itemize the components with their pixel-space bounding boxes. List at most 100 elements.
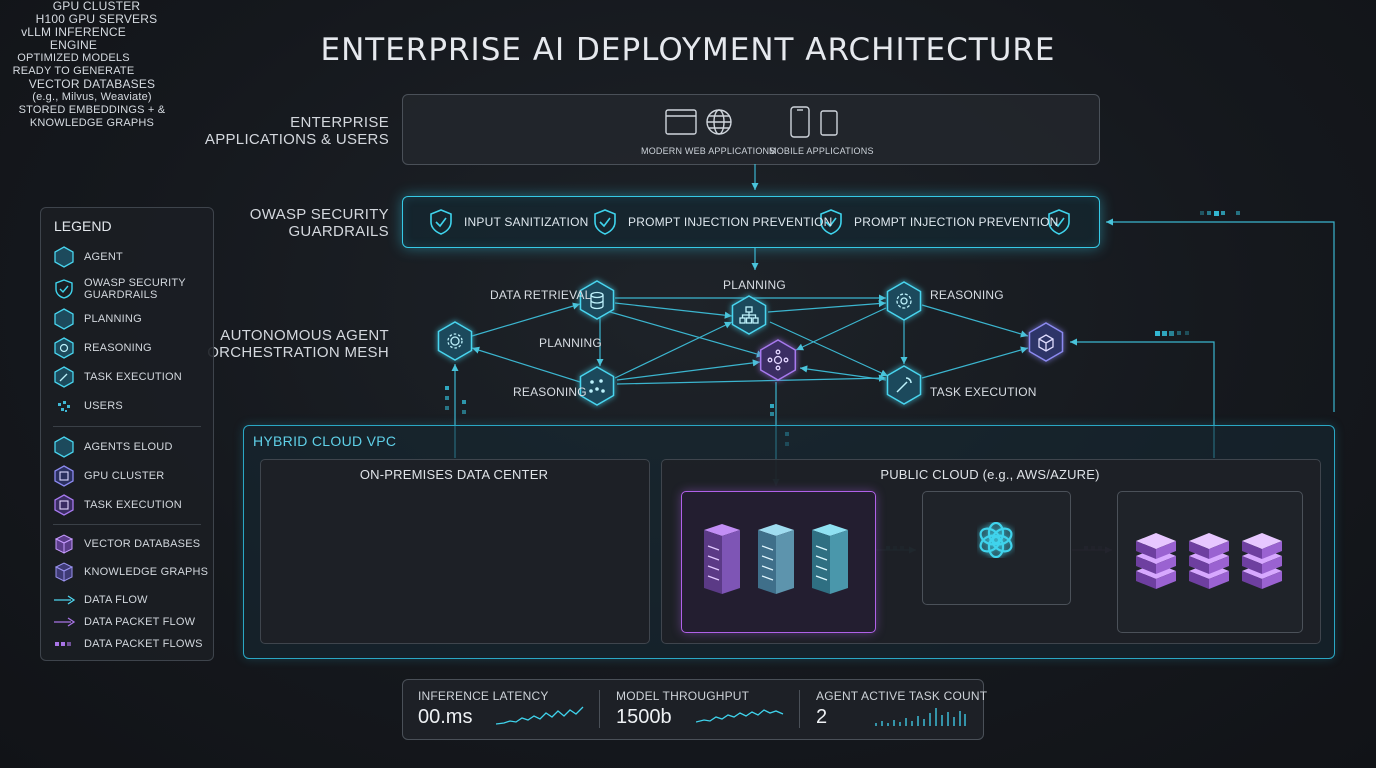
db-stack-icon bbox=[1136, 533, 1176, 589]
shield-icon bbox=[820, 209, 842, 235]
legend-label: AGENT bbox=[84, 251, 123, 263]
mesh-edge bbox=[769, 321, 889, 377]
legend-divider bbox=[53, 426, 201, 427]
mesh-node-planning-top[interactable] bbox=[731, 295, 767, 335]
legend-item-gpu-cluster: GPU CLUSTER bbox=[53, 465, 164, 487]
vpc-title: HYBRID CLOUD VPC bbox=[253, 433, 397, 449]
legend-item-vector-db: VECTOR DATABASES bbox=[53, 533, 200, 555]
guardrail-item: PROMPT INJECTION PREVENTION bbox=[628, 215, 833, 229]
legend-item-planning: PLANNING bbox=[53, 308, 142, 330]
vector-db-line1: STORED EMBEDDINGS + & bbox=[18, 104, 166, 116]
db-stack-icon bbox=[1189, 533, 1229, 589]
mesh-edge bbox=[795, 307, 887, 351]
legend-label: AGENTS ELOUD bbox=[84, 441, 173, 453]
hierarchy-icon bbox=[739, 306, 759, 324]
hex-task2-icon bbox=[54, 494, 74, 516]
legend-title: LEGEND bbox=[54, 218, 112, 234]
vllm-line1: OPTIMIZED MODELS bbox=[17, 52, 130, 64]
gear-icon bbox=[896, 293, 912, 309]
gpu-icon bbox=[54, 465, 74, 487]
mesh-node-task-execution[interactable] bbox=[886, 365, 922, 405]
vllm-line2: READY TO GENERATE bbox=[12, 65, 135, 77]
cube-graph-icon bbox=[54, 562, 74, 582]
mesh-edge bbox=[921, 304, 1029, 338]
mesh-row-label-line2: ORCHESTRATION MESH bbox=[207, 344, 389, 361]
legend-divider bbox=[53, 524, 201, 525]
metrics-divider bbox=[799, 690, 800, 728]
legend-item-reasoning: REASONING bbox=[53, 337, 152, 359]
arrow-purple-icon bbox=[54, 617, 75, 627]
mesh-edge bbox=[471, 302, 581, 337]
latency-label: INFERENCE LATENCY bbox=[418, 689, 549, 703]
security-row-label: OWASP SECURITY GUARDRAILS bbox=[200, 206, 389, 240]
web-apps-label: MODERN WEB APPLICATIONS bbox=[641, 146, 776, 156]
dashed-arrow-icon bbox=[55, 642, 71, 646]
mesh-node-data-retrieval[interactable] bbox=[579, 280, 615, 320]
legend-label: OWASP SECURITY bbox=[84, 277, 186, 289]
mobile-phone-icon bbox=[790, 106, 838, 138]
cube-icon bbox=[1038, 334, 1054, 352]
hex-task-icon bbox=[54, 366, 74, 388]
mesh-node-agent-right[interactable] bbox=[1028, 322, 1064, 362]
label-reasoning-top: REASONING bbox=[930, 288, 1004, 302]
server-icon bbox=[758, 524, 794, 594]
security-row-label-line2: GUARDRAILS bbox=[288, 223, 389, 240]
mesh-node-agent-left[interactable] bbox=[437, 321, 473, 361]
vllm-title: vLLM INFERENCE ENGINE bbox=[21, 25, 126, 52]
mesh-node-reasoning-top[interactable] bbox=[886, 281, 922, 321]
guardrail-item: INPUT SANITIZATION bbox=[464, 215, 589, 229]
loop-back-to-security bbox=[1106, 218, 1335, 412]
mesh-edge bbox=[767, 299, 887, 313]
wrench-icon bbox=[896, 377, 912, 393]
legend-label: GPU CLUSTER bbox=[84, 470, 165, 482]
legend-label: DATA PACKET FLOWS bbox=[84, 638, 203, 650]
vector-db-title: VECTOR DATABASES bbox=[28, 77, 156, 91]
gpu-caption: H100 GPU SERVERS bbox=[35, 12, 158, 26]
metrics-bar bbox=[402, 679, 984, 740]
hex-agent-icon bbox=[54, 246, 74, 268]
server-icon bbox=[704, 524, 740, 594]
enterprise-apps-box bbox=[402, 94, 1100, 165]
label-task-execution: TASK EXECUTION bbox=[930, 385, 1037, 399]
apps-row-label-line1: ENTERPRISE bbox=[290, 114, 389, 131]
db-stack-icon bbox=[1242, 533, 1282, 589]
throughput-label: MODEL THROUGHPUT bbox=[616, 689, 750, 703]
model-knot-icon bbox=[979, 522, 1013, 558]
legend-panel: LEGEND AGENT OWASP SECURITY GUARDRAILS P… bbox=[40, 207, 214, 661]
cube-stack-icon bbox=[54, 534, 74, 554]
legend-label: TASK EXECUTION bbox=[84, 371, 182, 383]
mesh-node-central-hub[interactable] bbox=[759, 339, 797, 381]
legend-label: KNOWLEDGE GRAPHS bbox=[84, 566, 209, 578]
vector-db-subtitle: (e.g., Milvus, Weaviate) bbox=[32, 91, 152, 103]
legend-item-task-execution: TASK EXECUTION bbox=[53, 366, 182, 388]
mesh-edge bbox=[614, 321, 733, 379]
gear-icon bbox=[447, 333, 463, 349]
legend-item-task-execution-2: TASK EXECUTION bbox=[53, 494, 182, 516]
mesh-row-label-line1: AUTONOMOUS AGENT bbox=[220, 327, 389, 344]
hex-planning-icon bbox=[54, 308, 74, 330]
mesh-row-label: AUTONOMOUS AGENT ORCHESTRATION MESH bbox=[200, 327, 389, 361]
database-icon bbox=[590, 291, 604, 310]
legend-item-data-packet-flow: DATA PACKET FLOW bbox=[53, 611, 195, 633]
throughput-value: 1500b bbox=[616, 706, 672, 728]
server-icon bbox=[812, 524, 848, 594]
gpu-cluster-title: GPU CLUSTER bbox=[52, 0, 141, 13]
legend-label: TASK EXECUTION bbox=[84, 499, 182, 511]
shield-icon bbox=[430, 209, 452, 235]
legend-label: VECTOR DATABASES bbox=[84, 538, 201, 550]
onprem-panel bbox=[260, 459, 650, 644]
apps-row-label: ENTERPRISE APPLICATIONS & USERS bbox=[200, 114, 389, 148]
legend-label: REASONING bbox=[84, 342, 152, 354]
guardrail-shields bbox=[430, 209, 1070, 235]
legend-label: DATA PACKET FLOW bbox=[84, 616, 196, 628]
mesh-node-reasoning-left[interactable] bbox=[579, 366, 615, 406]
mesh-edge bbox=[921, 346, 1029, 379]
mesh-edge bbox=[616, 359, 761, 381]
legend-item-owasp: OWASP SECURITY GUARDRAILS bbox=[53, 276, 186, 302]
legend-item-data-flow: DATA FLOW bbox=[53, 589, 148, 611]
legend-label-line2: GUARDRAILS bbox=[84, 289, 158, 301]
label-reasoning-left: REASONING bbox=[513, 385, 587, 399]
shield-icon bbox=[594, 209, 616, 235]
legend-item-agents-cloud: AGENTS ELOUD bbox=[53, 436, 173, 458]
